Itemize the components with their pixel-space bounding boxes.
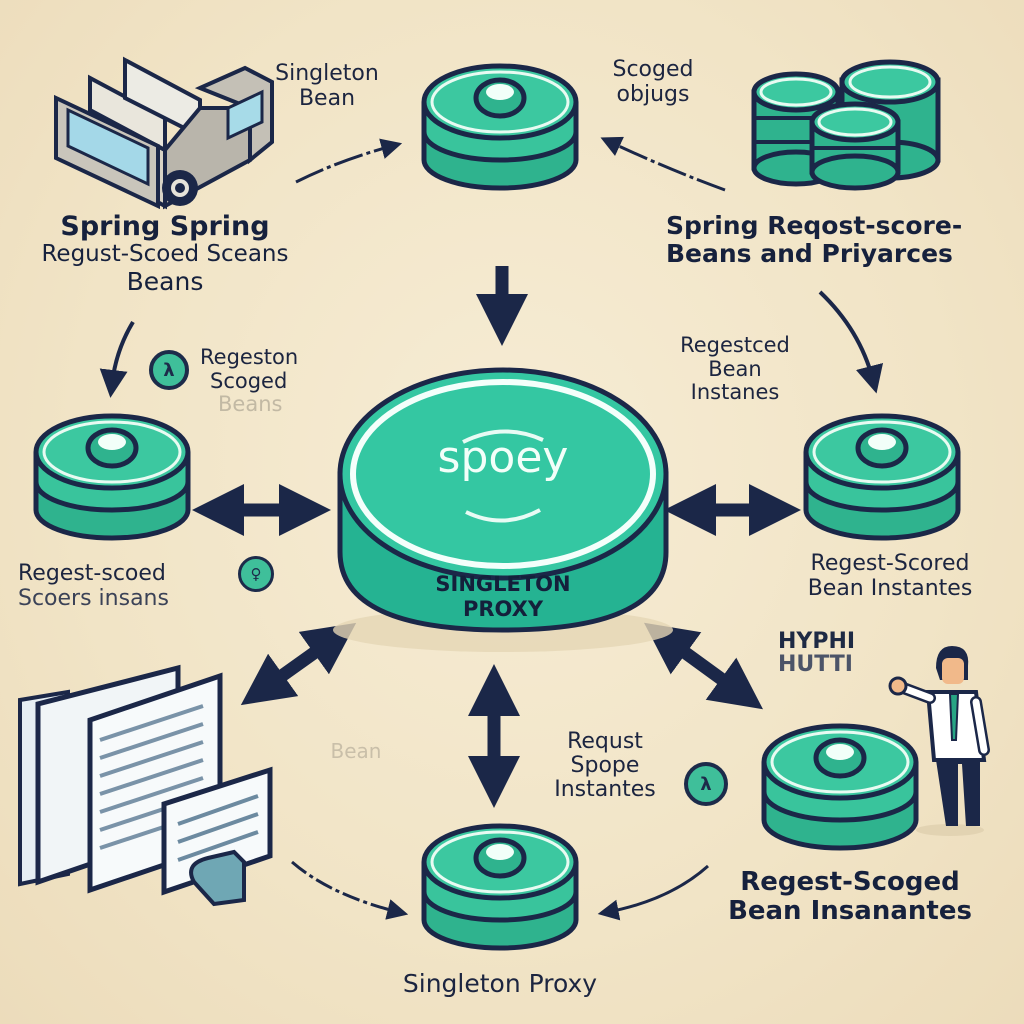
title-line: Spring Spring <box>60 211 270 242</box>
label-line: Instantes <box>554 777 656 803</box>
label-line: Spope <box>570 753 640 779</box>
arrow-title-to-right-disc <box>818 290 884 394</box>
arrow-stack-to-scoped <box>600 136 726 192</box>
stacked-disc-icon <box>33 413 191 541</box>
person-icon <box>888 646 990 836</box>
documents-icon <box>18 664 273 907</box>
truck-icon <box>54 56 274 210</box>
label-scoped-objects: Scoged objugs <box>588 57 718 107</box>
badge-bottom-mid-icon: λ <box>684 762 728 806</box>
proxy-cylinder-icon <box>333 367 673 652</box>
stacked-disc-icon <box>761 723 919 851</box>
label-line: Regestced <box>680 333 790 357</box>
label-line: Regeston <box>200 345 299 369</box>
title-line: Regust-Scoed Sceans <box>41 241 289 268</box>
label-line: Singleton <box>275 61 379 86</box>
proxy-side-text: SINGLETON PROXY <box>328 572 678 622</box>
label-line: Scoged <box>210 368 288 393</box>
stacked-disc-icon <box>421 63 579 191</box>
label-line: Bean <box>298 85 356 111</box>
label-hyphi: HYPHI HUTTI <box>778 630 878 676</box>
arrow-truck-to-singleton <box>295 138 403 184</box>
proxy-side-line1: SINGLETON <box>435 572 571 596</box>
caption-singleton-proxy: Singleton Proxy <box>402 969 598 998</box>
label-line: Regest-scoed <box>18 561 166 586</box>
stacked-disc-icon <box>421 823 579 951</box>
label-line: Scoged <box>612 57 694 82</box>
arrow-title-to-left-disc <box>99 320 135 398</box>
title-spring-request-scoped-beans-right: Spring Reqost-score- Beans and Priyarces <box>666 212 1024 268</box>
stacked-disc-icon <box>803 413 961 541</box>
right-disc[interactable] <box>802 402 962 542</box>
proxy-top-text: spoey <box>437 432 569 483</box>
label-line: HUTTI <box>778 652 853 678</box>
label-line: Bean <box>708 356 762 381</box>
database-stack-icon <box>751 59 941 191</box>
label-regeston-scoged: Regeston Scoged Beans <box>200 345 340 417</box>
label-line: Instanes <box>690 380 780 405</box>
label-request-scoped-instances-left: Regest-scoed Scoers insans <box>18 561 238 611</box>
top-right-stack[interactable] <box>751 59 952 192</box>
label-singleton-bean: Singleton Bean <box>262 61 392 111</box>
label-request-scoped-bean-instances-right: Regest-Scored Bean Instantes <box>770 551 1010 601</box>
title-line: Beans and Priyarces <box>666 239 953 268</box>
badge-left-below-icon: ♀ <box>238 556 274 592</box>
label-requested-bean-instances: Regestced Bean Instanes <box>650 333 820 405</box>
title-line: Regest-Scoged <box>740 867 960 897</box>
label-faint-bean: Bean <box>330 739 382 763</box>
singleton-proxy-node[interactable]: spoey SINGLETON PROXY <box>328 362 678 652</box>
badge-mid-left-icon: λ <box>149 350 189 390</box>
label-line: Scoers insans <box>18 585 169 611</box>
arrow-proxy-bottom-right <box>643 622 764 710</box>
label-request-scope-instances: Requst Spope Instantes <box>530 729 680 803</box>
title-line: Bean Insanantes <box>728 896 972 927</box>
label-line: Requst <box>567 729 643 754</box>
arrow-proxy-documents <box>240 622 357 706</box>
left-disc[interactable] <box>32 402 192 542</box>
title-line: Spring Reqost-score- <box>666 211 963 240</box>
arrow-docs-to-bottom <box>291 860 409 920</box>
title-line: Beans <box>126 266 204 296</box>
label-line: Beans <box>218 392 283 417</box>
label-line: Regest-Scored <box>810 551 970 576</box>
bottom-center-disc[interactable] <box>420 812 580 952</box>
title-spring-request-scoped-beans: Spring Spring Regust-Scoed Sceans Beans <box>0 211 330 296</box>
top-center-disc[interactable] <box>420 52 580 192</box>
label-line: HYPHI <box>778 629 856 654</box>
label-line: objugs <box>616 81 690 107</box>
arrow-right-to-bottom <box>597 864 709 921</box>
proxy-side-line2: PROXY <box>462 597 544 622</box>
bottom-right-disc[interactable] <box>760 712 920 852</box>
title-request-scoped-bean-instances: Regest-Scoged Bean Insanantes <box>700 867 1000 927</box>
label-line: Bean Instantes <box>807 575 973 601</box>
